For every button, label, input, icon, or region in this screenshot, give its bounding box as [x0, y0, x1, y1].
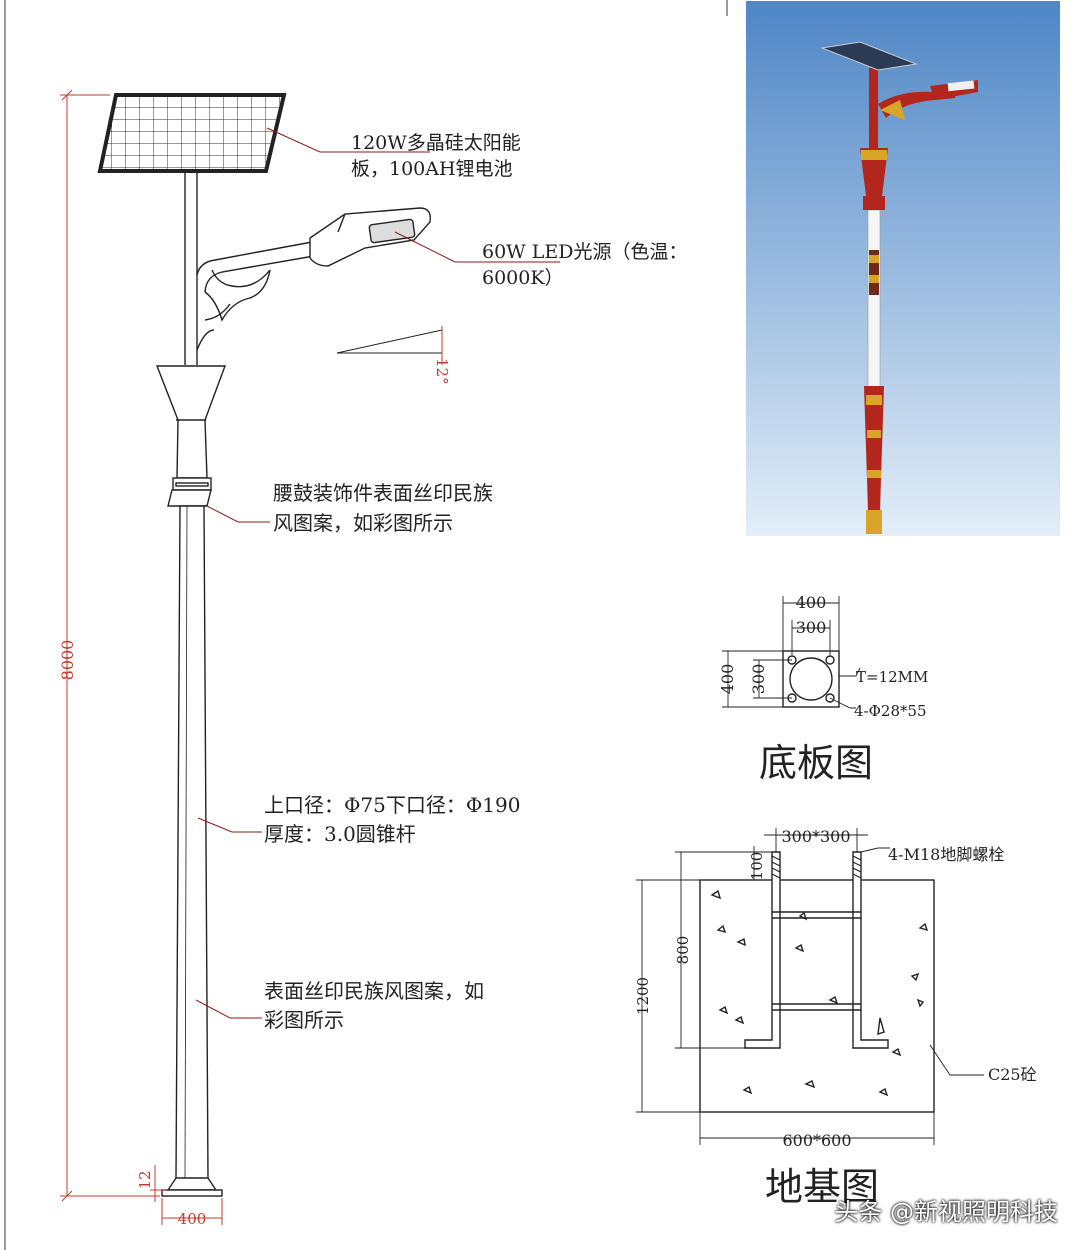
conical-pole [175, 505, 209, 1179]
foundation-title: 地基图 [765, 1165, 879, 1209]
color-photo [746, 1, 1060, 536]
base-plate-drawing [782, 650, 840, 708]
solar-panel-label-2: 板，100AH锂电池 [351, 158, 513, 180]
pole-leaders [195, 127, 560, 1019]
foundation-depth-dim: 1200 [634, 977, 652, 1015]
concrete-label: C25砼 [988, 1065, 1037, 1084]
waist-drum-label-2: 风图案，如彩图所示 [273, 511, 453, 535]
anchor-bolts-label: 4-M18地脚螺栓 [888, 845, 1004, 864]
base-width-dim: 400 [178, 1210, 207, 1228]
plate-inner-width: 300 [796, 618, 827, 637]
pole-height-dim: 8000 [58, 640, 77, 681]
plate-outer-width: 400 [796, 593, 827, 612]
plate-holes: 4-Φ28*55 [854, 702, 927, 720]
base-thickness-dim: 12 [136, 1170, 154, 1189]
base-plate-title: 底板图 [759, 741, 873, 785]
solar-panel [98, 94, 286, 172]
base-plate-dims [722, 596, 861, 709]
surface-label-1: 表面丝印民族风图案，如 [264, 979, 484, 1003]
bolt-spacing-dim: 300*300 [781, 827, 850, 846]
led-label-1: 60W LED光源（色温： [482, 241, 687, 263]
plate-outer-height: 400 [718, 664, 737, 695]
foundation-width-dim: 600*600 [782, 1131, 851, 1150]
foundation-dims [636, 828, 984, 1145]
plate-thickness: T=12MM [856, 668, 928, 686]
waist-drum-decoration [155, 365, 227, 479]
watermark: 头条 @新视照明科技 [834, 1197, 1058, 1226]
foundation-drawing [699, 851, 935, 1113]
arm-angle-dim: 12° [433, 358, 451, 385]
bolt-extension-dim: 100 [748, 852, 766, 881]
pole-dimensions [60, 89, 443, 1225]
bolt-length-dim: 800 [674, 936, 692, 965]
lamp-arm [196, 241, 315, 293]
waist-drum-label-1: 腰鼓装饰件表面丝印民族 [273, 481, 493, 505]
pole-spec-label-2: 厚度：3.0圆锥杆 [264, 822, 416, 846]
pole-elevation [97, 93, 431, 1197]
surface-label-2: 彩图所示 [264, 1008, 344, 1032]
led-label-2: 6000K） [482, 267, 564, 289]
solar-panel-label-1: 120W多晶硅太阳能 [351, 132, 521, 154]
pole-spec-label-1: 上口径：Φ75下口径：Φ190 [264, 793, 520, 817]
plate-inner-height: 300 [749, 664, 768, 695]
